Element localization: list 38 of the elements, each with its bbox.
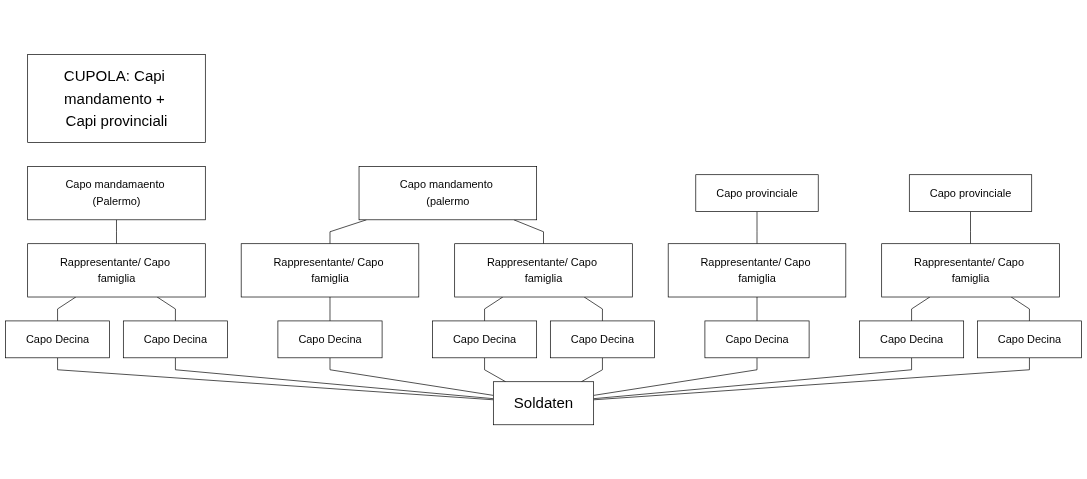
node-box: Capo Decina [5,320,110,359]
connector [57,296,77,322]
connector [593,357,912,399]
node-box: Capo Decina [704,320,810,359]
connector [116,219,117,244]
connector [593,357,1030,400]
connector [175,357,494,399]
connector [513,219,544,244]
connector [156,296,176,322]
connector [581,357,603,382]
connector [329,219,367,244]
node-box: Rappresentante/ Capo famiglia [454,243,633,298]
node-box: Capo Decina [859,320,964,359]
connector [593,357,758,396]
node-box: Rappresentante/ Capo famiglia [27,243,206,298]
connector [57,357,494,400]
node-box: Capo provinciale [908,174,1033,212]
node-box: Capo Decina [277,320,383,359]
connector [329,357,494,396]
node-box: Capo mandamento (palermo [358,166,537,220]
connector [1010,296,1030,322]
node-box: Capo Decina [122,320,228,359]
node-box: Capo Decina [432,320,537,359]
node-box: CUPOLA: Capi mandamento + Capi provinciali [27,54,206,143]
node-box: Capo Decina [550,320,655,359]
connector [484,357,506,382]
connector [484,296,504,322]
connector [911,296,931,322]
connector [583,296,603,322]
node-box: Rappresentante/ Capo famiglia [667,243,847,298]
node-box: Capo mandamaento (Palermo) [27,166,206,220]
node-box: Rappresentante/ Capo famiglia [240,243,420,298]
node-box: Soldaten [493,381,594,425]
node-box: Rappresentante/ Capo famiglia [881,243,1060,298]
node-box: Capo Decina [977,320,1082,359]
node-box: Capo provinciale [695,174,819,212]
connector [756,211,758,244]
connector [970,211,971,244]
